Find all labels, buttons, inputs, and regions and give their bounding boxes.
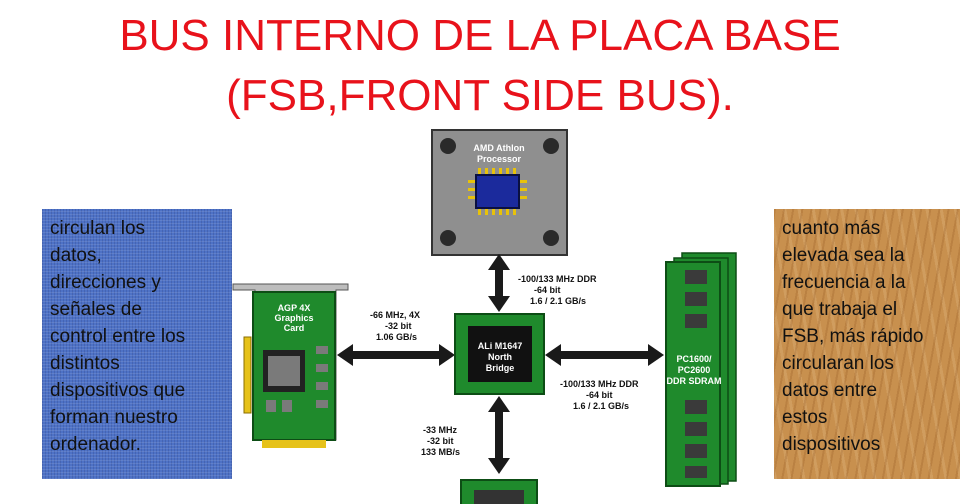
ram-label-3: DDR SDRAM (667, 376, 722, 386)
bus-ram-label-1: -100/133 MHz DDR (560, 379, 639, 389)
title-line-1: BUS INTERNO DE LA PLACA BASE (119, 11, 841, 60)
ram-label-2: PC2600 (678, 365, 711, 375)
cpu-corner-pad (543, 138, 559, 154)
arrow-northbridge-southbridge (488, 396, 510, 474)
arrow-agp-northbridge (337, 344, 455, 366)
note-left-textbox: circulan los datos, direcciones y señale… (42, 209, 232, 479)
bus-cpu-label-3: 1.6 / 2.1 GB/s (530, 296, 586, 306)
cpu-label-1: AMD Athlon (473, 143, 524, 153)
agp-label-1: AGP 4X (278, 303, 311, 313)
cpu-label-2: Processor (477, 154, 522, 164)
bus-cpu-label-2: -64 bit (534, 285, 561, 295)
ram-label-1: PC1600/ (676, 354, 712, 364)
note-left-text: circulan los datos, direcciones y señale… (50, 218, 186, 455)
agp-card: AGP 4X Graphics Card (232, 283, 349, 448)
northbridge-label-1: ALi M1647 (478, 341, 523, 351)
bus-cpu-label-1: -100/133 MHz DDR (518, 274, 597, 284)
cpu-corner-pad (440, 138, 456, 154)
note-right-text: cuanto más elevada sea la frecuencia a l… (782, 218, 924, 455)
title-line-2: (FSB,FRONT SIDE BUS). (226, 71, 734, 120)
note-right-textbox: cuanto más elevada sea la frecuencia a l… (774, 209, 960, 479)
north-bridge-chip: ALi M1647 North Bridge (454, 313, 545, 395)
agp-label-2: Graphics (274, 313, 313, 323)
cpu-corner-pad (440, 230, 456, 246)
arrow-northbridge-ram (545, 344, 664, 366)
arrow-cpu-northbridge (488, 254, 510, 312)
bus-agp-label-3: 1.06 GB/s (376, 332, 417, 342)
bus-south-label-2: -32 bit (427, 436, 454, 446)
bus-ram-label-2: -64 bit (586, 390, 613, 400)
cpu-corner-pad (543, 230, 559, 246)
bus-agp-label-2: -32 bit (385, 321, 412, 331)
bus-ram-label-3: 1.6 / 2.1 GB/s (573, 401, 629, 411)
south-bridge-chip (460, 479, 538, 504)
northbridge-label-3: Bridge (486, 363, 515, 373)
cpu-die (468, 168, 527, 215)
bus-agp-label-1: -66 MHz, 4X (370, 310, 420, 320)
northbridge-label-2: North (488, 352, 512, 362)
agp-label-3: Card (284, 323, 305, 333)
cpu-block: AMD Athlon Processor (431, 129, 568, 256)
bus-south-label-1: -33 MHz (423, 425, 458, 435)
ram-modules: PC1600/ PC2600 DDR SDRAM (665, 252, 737, 487)
bus-south-label-3: 133 MB/s (421, 447, 460, 457)
